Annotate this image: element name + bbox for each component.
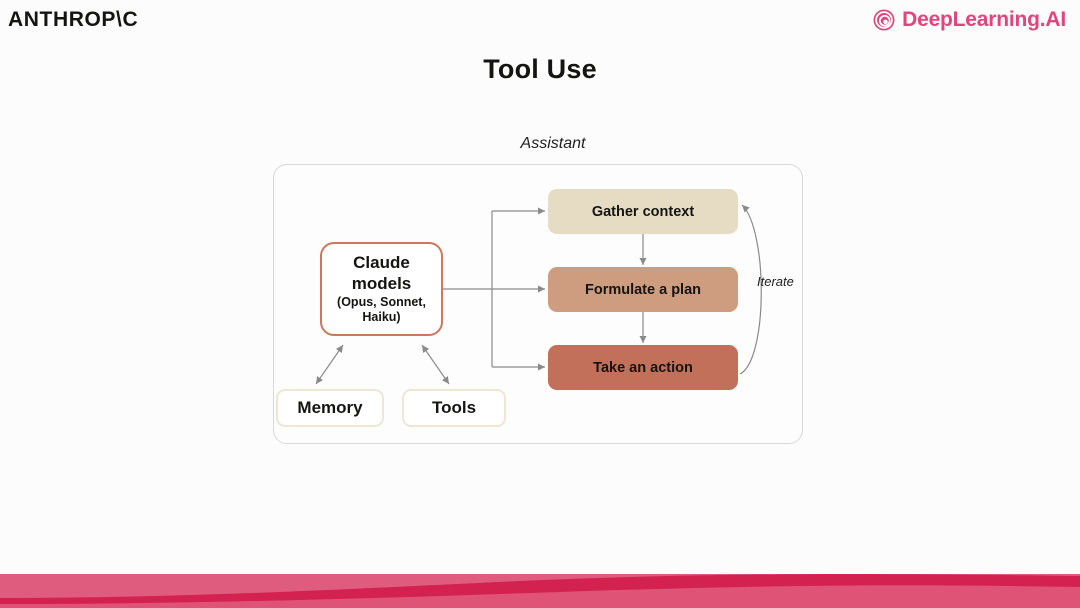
claude-models-title: Claude models (352, 253, 412, 293)
node-claude-models[interactable]: Claude models (Opus, Sonnet, Haiku) (320, 242, 443, 336)
claude-models-subtitle-line1: (Opus, Sonnet, (337, 294, 426, 309)
node-gather-context[interactable]: Gather context (548, 189, 738, 234)
deeplearning-ai-logo: DeepLearning.AI (872, 8, 1066, 32)
node-formulate-a-plan[interactable]: Formulate a plan (548, 267, 738, 312)
claude-models-title-line1: Claude (353, 253, 410, 273)
footer-wave-overlay (0, 585, 1080, 608)
node-tools[interactable]: Tools (402, 389, 506, 427)
node-memory[interactable]: Memory (276, 389, 384, 427)
node-take-an-action[interactable]: Take an action (548, 345, 738, 390)
assistant-label: Assistant (0, 135, 1080, 153)
claude-models-title-line2: models (351, 273, 412, 293)
anthropic-logo: ANTHROP\C (8, 8, 139, 31)
claude-models-subtitle: (Opus, Sonnet, Haiku) (337, 295, 426, 325)
page-title: Tool Use (483, 54, 597, 84)
iterate-label: Iterate (757, 274, 794, 289)
deeplearning-spiral-icon (873, 9, 895, 31)
deeplearning-ai-wordmark: DeepLearning.AI (902, 8, 1066, 31)
footer-wave-decoration (0, 574, 1080, 608)
claude-models-subtitle-line2: Haiku) (362, 309, 401, 324)
assistant-label-text: Assistant (520, 135, 586, 152)
